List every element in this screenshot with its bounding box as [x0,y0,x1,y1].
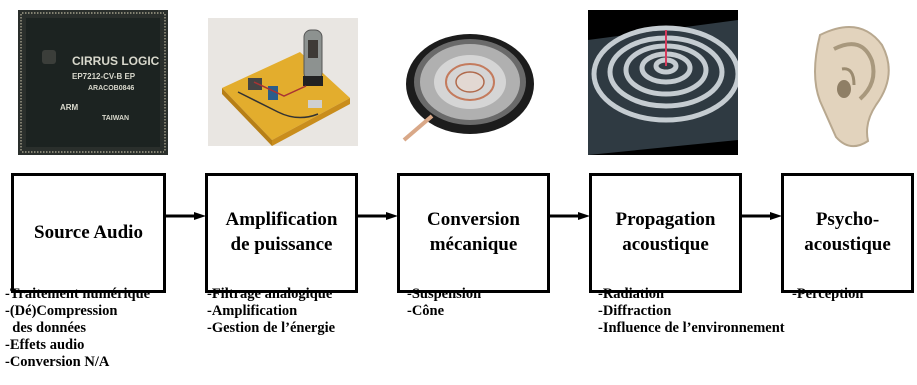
note-item: -Cône [407,303,445,319]
notes-psychoacoustique: -Perception [792,286,863,303]
arrow-2 [358,212,398,220]
note-item: -Effets audio [5,337,85,353]
note-item: -(Dé)Compression [5,303,118,319]
stage-box-source-audio: Source Audio [11,173,166,293]
note-item: -Gestion de l’énergie [207,320,336,336]
stage-box-conversion: Conversion mécanique [397,173,550,293]
chip-brand-text: CIRRUS LOGIC [72,54,160,68]
chip-arm-text: ARM [60,103,79,112]
audio-chip-image: CIRRUS LOGIC EP7212-CV-B EP ARACOB0846 A… [18,10,168,155]
chip-country-text: TAIWAN [102,115,129,122]
notes-conversion: -Suspension -Cône [407,286,481,320]
note-item: -Traitement numérique [5,286,151,302]
notes-amplification: -Filtrage analogique -Amplification -Ges… [207,286,335,337]
notes-source-audio: -Traitement numérique -(Dé)Compression d… [5,286,150,371]
chip-part-text: EP7212-CV-B EP [72,72,136,81]
ear-image [790,15,905,155]
stage-box-propagation: Propagation acoustique [589,173,742,293]
amplifier-image [208,18,358,146]
stage-box-psychoacoustique: Psycho- acoustique [781,173,914,293]
arrow-4 [742,212,782,220]
note-item: -Influence de l’environnement [598,320,785,336]
note-item: des données [5,320,86,336]
note-item: -Conversion N/A [5,354,110,370]
note-item: -Filtrage analogique [207,286,333,302]
arrow-1 [166,212,206,220]
chip-code-text: ARACOB0846 [88,85,134,92]
note-item: -Perception [792,286,864,302]
note-item: -Radiation [598,286,665,302]
stage-box-amplification: Amplification de puissance [205,173,358,293]
arrow-3 [550,212,590,220]
loudspeaker-image [398,20,538,150]
note-item: -Suspension [407,286,482,302]
note-item: -Diffraction [598,303,672,319]
note-item: -Amplification [207,303,298,319]
notes-propagation: -Radiation -Diffraction -Influence de l’… [598,286,785,337]
wave-propagation-image [588,10,738,155]
